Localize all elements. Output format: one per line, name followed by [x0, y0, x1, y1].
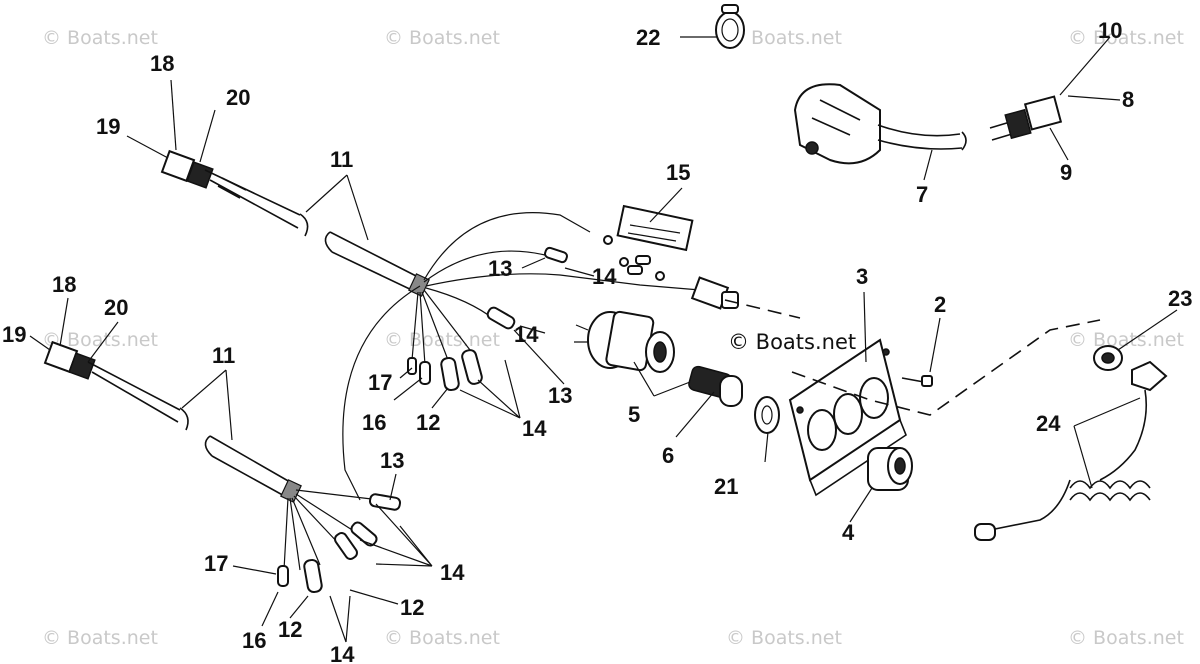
callout-14: 14 [522, 416, 547, 441]
lower-harness [43, 340, 402, 594]
watermark: © Boats.net [42, 329, 158, 351]
watermark: © Boats.net [384, 627, 500, 649]
upper-harness [160, 149, 701, 501]
screw [901, 375, 933, 387]
watermark: © Boats.net [384, 329, 500, 351]
callout-11: 11 [212, 343, 235, 368]
callout-19: 19 [96, 114, 120, 139]
washer [754, 396, 780, 434]
callout-12: 12 [278, 617, 302, 642]
callout-11: 11 [330, 147, 353, 172]
callout-14: 14 [440, 560, 465, 585]
watermark: © Boats.net [384, 27, 500, 49]
clip [715, 4, 745, 49]
callout-8: 8 [1122, 87, 1134, 112]
callout-21: 21 [714, 474, 738, 499]
callout-16: 16 [242, 628, 266, 653]
callout-16: 16 [362, 410, 386, 435]
watermark: © Boats.net [726, 627, 842, 649]
watermark: © Boats.net [1068, 329, 1184, 351]
callout-17: 17 [204, 551, 228, 576]
watermark: © Boats.net [1068, 27, 1184, 49]
callout-3: 3 [856, 264, 868, 289]
callout-14: 14 [330, 642, 355, 664]
callout-12: 12 [416, 410, 440, 435]
callout-17: 17 [368, 370, 392, 395]
callout-24: 24 [1036, 411, 1061, 436]
key-switch [574, 310, 743, 407]
callout-22: 22 [636, 25, 660, 50]
horn-assembly [793, 83, 1063, 165]
watermarks: © Boats.net © Boats.net © Boats.net © Bo… [42, 27, 1184, 649]
callout-labels: 22 10 8 9 7 18 20 19 11 15 13 14 14 13 1… [2, 18, 1192, 664]
callout-13: 13 [488, 256, 512, 281]
callout-14: 14 [592, 264, 617, 289]
callout-2: 2 [934, 292, 946, 317]
knob [867, 447, 913, 491]
watermark: © Boats.net [42, 627, 158, 649]
callout-23: 23 [1168, 286, 1192, 311]
watermark: © Boats.net [728, 330, 856, 354]
watermark: © Boats.net [1068, 627, 1184, 649]
watermark: © Boats.net [726, 27, 842, 49]
stop-switch [603, 204, 739, 310]
lanyard [974, 345, 1168, 541]
panel-plate [788, 338, 907, 497]
callout-6: 6 [662, 443, 674, 468]
callout-15: 15 [666, 160, 690, 185]
callout-18: 18 [52, 272, 76, 297]
callout-4: 4 [842, 520, 855, 545]
callout-5: 5 [628, 402, 640, 427]
callout-19: 19 [2, 322, 26, 347]
callout-10: 10 [1098, 18, 1122, 43]
leader-lines [29, 36, 1178, 643]
callout-13: 13 [548, 383, 572, 408]
watermark: © Boats.net [42, 27, 158, 49]
callout-12: 12 [400, 595, 424, 620]
callout-18: 18 [150, 51, 174, 76]
callout-13: 13 [380, 448, 404, 473]
callout-14: 14 [514, 322, 539, 347]
callout-7: 7 [916, 182, 928, 207]
callout-9: 9 [1060, 160, 1072, 185]
callout-20: 20 [226, 85, 250, 110]
callout-20: 20 [104, 295, 128, 320]
